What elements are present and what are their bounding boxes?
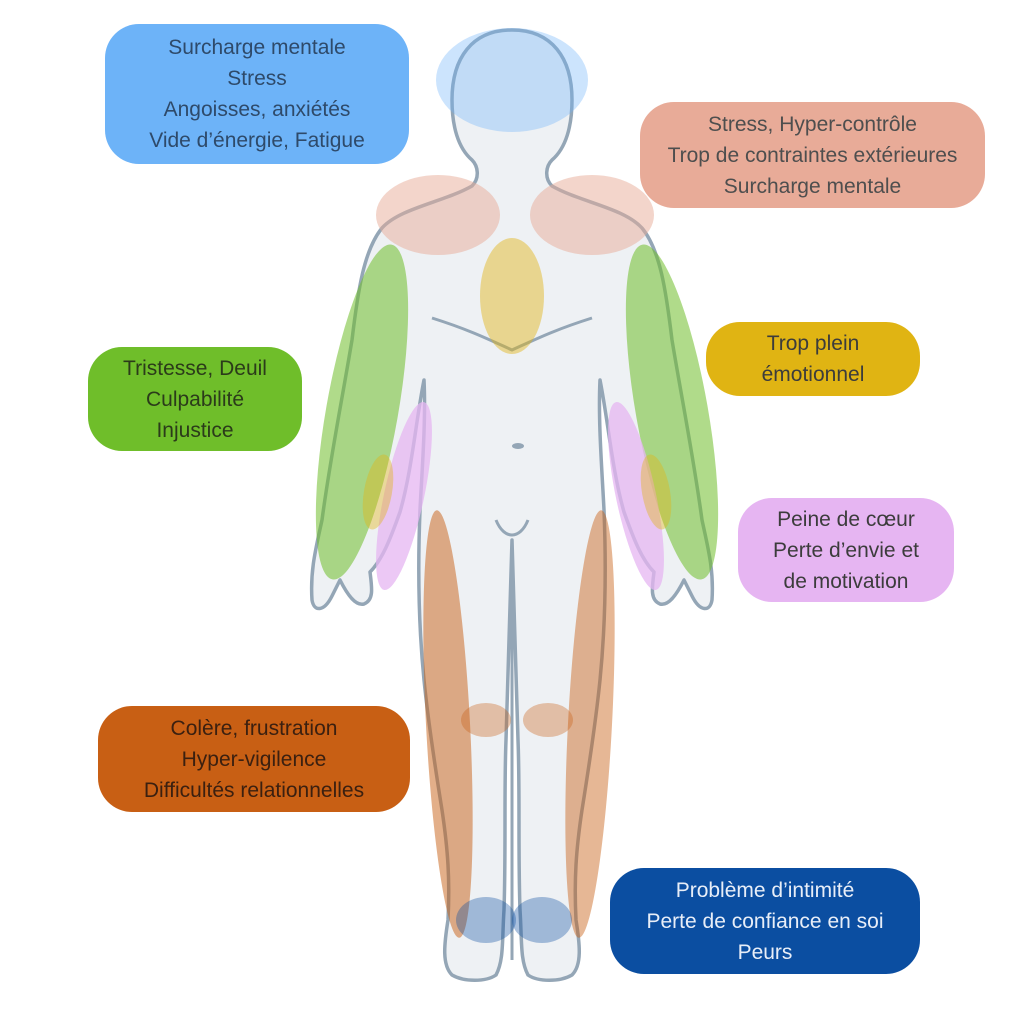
zone-leg-right [565,510,615,938]
zone-chest [480,238,544,354]
label-line: Perte d’envie et [773,538,919,562]
zone-head [436,28,588,132]
label-line: Perte de confiance en soi [646,909,884,933]
label-line: Trop plein [766,332,860,355]
label-line: Hyper-vigilence [181,747,327,771]
zone-forearm-right [608,402,664,590]
label-line: Surcharge mentale [723,174,902,198]
label-line: émotionnel [761,363,865,386]
zone-forearm-left [376,402,432,590]
zone-shoulder-right [530,175,654,255]
abdomen-line [431,316,593,352]
label-line: Culpabilité [145,387,245,411]
zone-shoulder-left [376,175,500,255]
waist-line [494,519,530,537]
label-line: Peine de cœur [777,507,915,531]
zone-foot-right [512,897,572,943]
label-line: Surcharge mentale [168,36,346,59]
zone-wrist-left [362,454,394,530]
zones [315,28,719,943]
label-line: Tristesse, Deuil [123,356,267,380]
label-line: Vide d’énergie, Fatigue [149,129,365,152]
zone-leg-left [423,510,473,938]
zone-foot-left [456,897,516,943]
label-line: Peurs [737,940,793,964]
zone-knee-left [461,703,511,737]
label-line: Trop de contraintes extérieures [667,143,958,167]
label-line: Injustice [156,418,234,442]
label-line: de motivation [783,569,909,593]
label-line: Stress [227,67,287,90]
label-line: Difficultés relationnelles [143,778,365,802]
label-line: Problème d’intimité [675,878,855,902]
navel [512,443,524,449]
zone-arm-right [625,244,719,580]
body-silhouette [309,28,715,982]
label-line: Angoisses, anxiétés [163,98,351,121]
zone-arm-left [315,244,409,580]
label-line: Colère, frustration [170,716,338,740]
label-line: Stress, Hyper-contrôle [708,112,917,136]
zone-knee-right [523,703,573,737]
zone-wrist-right [640,454,672,530]
label-box-chest: Trop plein émotionnel [706,322,920,396]
